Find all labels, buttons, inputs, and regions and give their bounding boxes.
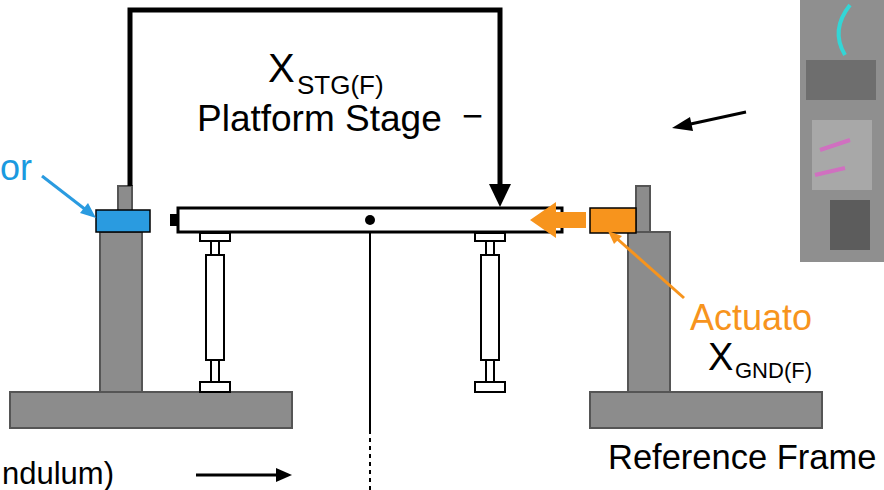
sign-label: − xyxy=(462,98,483,134)
sensor-block xyxy=(42,176,150,232)
photo-inset xyxy=(800,0,884,262)
variable-symbol: X xyxy=(268,48,295,88)
part-name: Reference Frame xyxy=(608,440,876,475)
pointer-arrow xyxy=(672,112,746,131)
part-name: ndulum) xyxy=(2,458,114,489)
callout-arrow xyxy=(196,468,292,482)
platform-stage xyxy=(170,208,562,232)
actuator-block xyxy=(530,202,684,298)
part-name: Platform Stage xyxy=(197,100,442,137)
variable-subscript: STG(F) xyxy=(297,72,384,98)
part-name: or xyxy=(0,150,32,186)
stage-leg xyxy=(200,233,505,392)
reference-frame-right xyxy=(590,186,822,428)
part-name: Actuato xyxy=(690,300,812,336)
variable-symbol: X xyxy=(708,338,733,376)
pendulum-line xyxy=(370,220,371,490)
feedback-loop-line xyxy=(130,10,511,207)
variable-subscript: GND(F) xyxy=(735,360,812,382)
